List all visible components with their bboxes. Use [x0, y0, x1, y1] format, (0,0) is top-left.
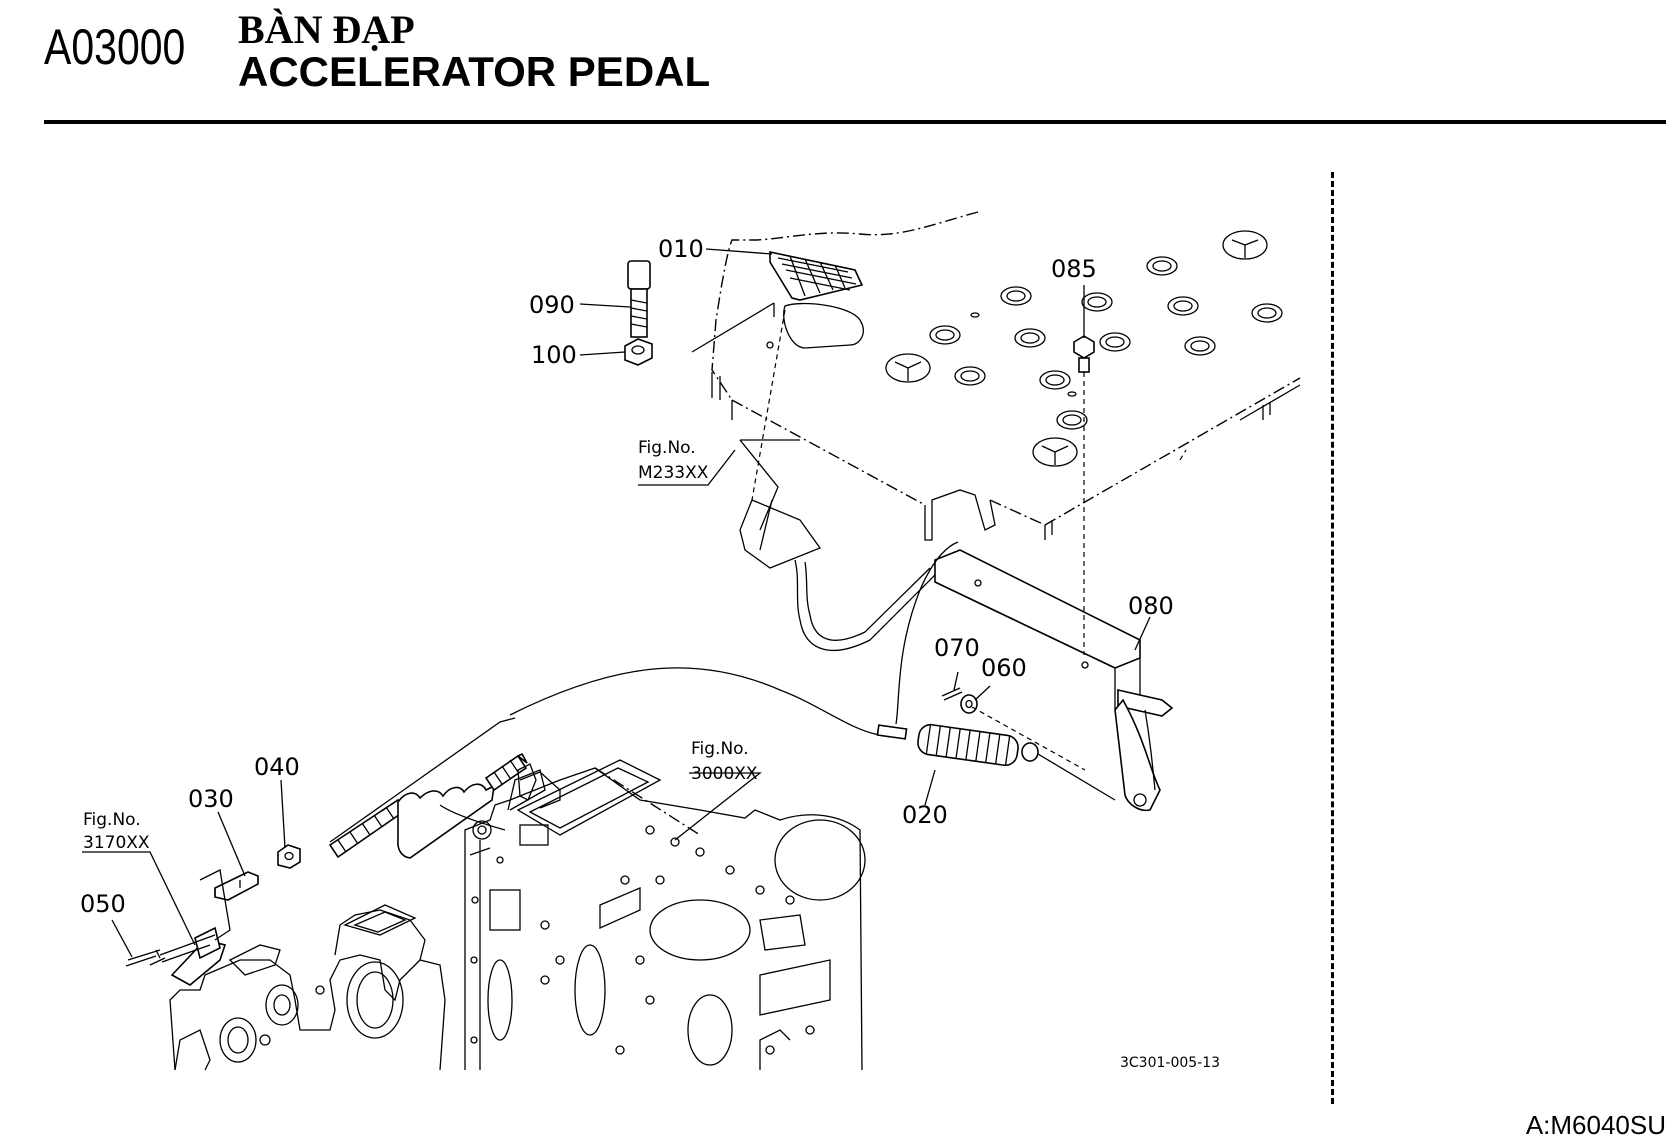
accelerator-cable-drawing	[328, 541, 1116, 859]
washer-drawing	[960, 694, 978, 714]
header-rule	[44, 120, 1666, 124]
part-label-085: 085	[1051, 255, 1097, 283]
engine-block-drawing	[464, 759, 866, 1071]
bracket-drawing	[934, 549, 1174, 812]
fig-ref-label-3170: Fig.No.	[83, 810, 141, 830]
model-code: A:M6040SU	[1525, 1110, 1666, 1140]
part-label-040: 040	[254, 753, 300, 781]
fig-ref-number-3000: 3000XX	[691, 764, 758, 784]
part-label-090: 090	[529, 291, 575, 319]
pedal-arm-drawing	[691, 302, 951, 652]
part-label-050: 050	[80, 890, 126, 918]
governor-housing-drawing	[149, 869, 446, 1071]
page-title-vietnamese: BÀN ĐẠP	[238, 7, 415, 52]
fig-ref-number-m233: M233XX	[638, 463, 709, 483]
page-divider	[1331, 172, 1334, 1104]
part-label-060: 060	[981, 654, 1027, 682]
cable-nut-drawing	[277, 844, 301, 869]
section-code: A03000	[44, 19, 186, 75]
part-label-010: 010	[658, 235, 704, 263]
page-title-english: ACCELERATOR PEDAL	[238, 48, 711, 95]
part-label-080: 080	[1128, 592, 1174, 620]
floor-plate-holes	[885, 230, 1283, 467]
cable-bracket-drawing	[214, 871, 259, 901]
part-label-100: 100	[531, 341, 577, 369]
part-label-020: 020	[902, 801, 948, 829]
fig-ref-label-m233: Fig.No.	[638, 438, 696, 458]
fig-ref-number-3170: 3170XX	[83, 833, 150, 853]
nut-drawing	[624, 338, 653, 366]
bolt-drawing	[627, 260, 651, 338]
drawing-number: 3C301-005-13	[1120, 1055, 1220, 1071]
part-label-070: 070	[934, 634, 980, 662]
part-label-030: 030	[188, 785, 234, 813]
leader-lines	[82, 248, 1151, 958]
fig-ref-label-3000: Fig.No.	[691, 739, 749, 759]
floor-plate-drawing	[711, 211, 1301, 541]
pin-drawing	[941, 687, 1086, 771]
bracket-bolt-drawing	[1073, 335, 1095, 655]
clip-drawing	[125, 949, 161, 967]
pedal-rubber-pad	[769, 251, 864, 301]
